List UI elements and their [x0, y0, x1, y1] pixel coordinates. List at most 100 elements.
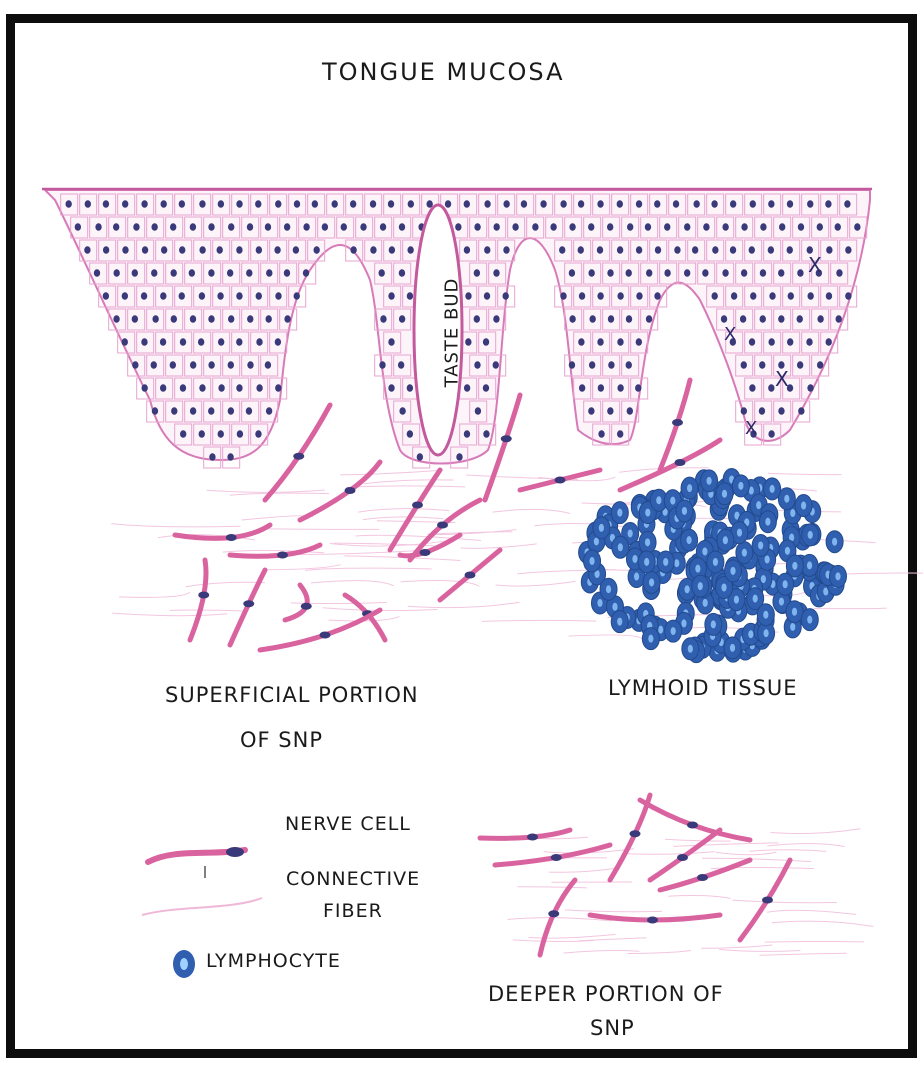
- cell-nucleus: [236, 200, 242, 208]
- cell-nucleus: [141, 338, 147, 346]
- connective-fiber: [814, 608, 887, 609]
- cell-nucleus: [692, 246, 698, 254]
- cell-nucleus: [399, 315, 405, 323]
- cell-nucleus: [608, 361, 614, 369]
- cell-nucleus: [208, 223, 214, 231]
- cell-nucleus: [617, 246, 623, 254]
- cell-nucleus: [817, 315, 823, 323]
- cell-nucleus: [569, 269, 575, 277]
- cell-nucleus: [171, 315, 177, 323]
- cell-nucleus: [788, 292, 794, 300]
- lymphocyte-nucleus: [832, 538, 837, 546]
- cell-nucleus: [247, 315, 253, 323]
- connective-fiber: [518, 887, 587, 888]
- cell-nucleus: [806, 338, 812, 346]
- cell-nucleus: [749, 246, 755, 254]
- cell-nucleus: [759, 361, 765, 369]
- cell-nucleus: [750, 292, 756, 300]
- connective-fiber: [112, 613, 227, 616]
- nerve-nucleus: [527, 834, 538, 841]
- nerve-nucleus: [226, 534, 237, 541]
- lymphocyte-nucleus: [742, 549, 747, 557]
- cell-nucleus: [654, 200, 660, 208]
- lymphocyte-nucleus: [790, 623, 795, 631]
- lymphocyte-nucleus: [648, 635, 653, 643]
- lymphocyte-nucleus: [617, 618, 622, 626]
- nerve-nucleus: [345, 487, 356, 494]
- cell-nucleus: [189, 269, 195, 277]
- nerve-nucleus: [277, 552, 288, 559]
- cell-nucleus: [741, 223, 747, 231]
- cell-nucleus: [247, 223, 253, 231]
- cell-nucleus: [275, 200, 281, 208]
- nerve-nucleus: [675, 459, 686, 466]
- cell-nucleus: [179, 200, 185, 208]
- lymphocyte-nucleus: [656, 496, 661, 504]
- cell-nucleus: [635, 384, 641, 392]
- cell-nucleus: [768, 200, 774, 208]
- cell-nucleus: [113, 315, 119, 323]
- cell-nucleus: [103, 246, 109, 254]
- cell-nucleus: [199, 292, 205, 300]
- cell-nucleus: [560, 292, 566, 300]
- cell-nucleus: [94, 269, 100, 277]
- cell-nucleus: [399, 269, 405, 277]
- cell-nucleus: [274, 246, 280, 254]
- cell-nucleus: [322, 223, 328, 231]
- cell-nucleus: [208, 361, 214, 369]
- cell-nucleus: [797, 269, 803, 277]
- cell-nucleus: [636, 292, 642, 300]
- cell-nucleus: [218, 200, 224, 208]
- cell-nucleus: [388, 338, 394, 346]
- cell-nucleus: [741, 407, 747, 415]
- cell-nucleus: [388, 200, 394, 208]
- cell-nucleus: [711, 292, 717, 300]
- cell-nucleus: [236, 384, 242, 392]
- cell-nucleus: [265, 361, 271, 369]
- lymphocyte-nucleus: [649, 578, 654, 586]
- cell-nucleus: [825, 200, 831, 208]
- cell-nucleus: [512, 223, 518, 231]
- cell-nucleus: [646, 269, 652, 277]
- cell-nucleus: [255, 200, 261, 208]
- cell-nucleus: [160, 338, 166, 346]
- cell-nucleus: [493, 269, 499, 277]
- nerve-nucleus: [555, 477, 566, 484]
- nerve-fibers: [175, 380, 790, 955]
- cell-nucleus: [627, 223, 633, 231]
- cell-nucleus: [199, 200, 205, 208]
- x-marker: X: [724, 324, 736, 345]
- lymphocyte-nucleus: [779, 598, 784, 606]
- cell-nucleus: [190, 361, 196, 369]
- cell-nucleus: [303, 269, 309, 277]
- cell-nucleus: [218, 338, 224, 346]
- connective-fiber: [408, 602, 520, 607]
- cell-nucleus: [180, 430, 186, 438]
- connective-fiber: [565, 910, 662, 912]
- cell-nucleus: [636, 338, 642, 346]
- cell-nucleus: [550, 223, 556, 231]
- nerve-nucleus: [630, 830, 641, 837]
- lymphocyte-nucleus: [748, 630, 753, 638]
- connective-fiber: [701, 945, 772, 948]
- lymphocyte-nucleus: [763, 611, 768, 619]
- cell-nucleus: [844, 200, 850, 208]
- cell-nucleus: [673, 200, 679, 208]
- lymphocyte-nucleus: [663, 558, 668, 566]
- cell-nucleus: [779, 223, 785, 231]
- nerve-nucleus: [501, 435, 512, 442]
- superficial-snp-label: SUPERFICIAL PORTION: [165, 683, 419, 707]
- cell-nucleus: [141, 384, 147, 392]
- cell-nucleus: [170, 361, 176, 369]
- cell-nucleus: [484, 292, 490, 300]
- cell-nucleus: [502, 292, 508, 300]
- cell-nucleus: [607, 269, 613, 277]
- cell-nucleus: [455, 223, 461, 231]
- cell-nucleus: [141, 292, 147, 300]
- lymphocyte-nucleus: [756, 501, 761, 509]
- connective-fiber: [665, 839, 731, 841]
- cell-nucleus: [597, 246, 603, 254]
- cell-nucleus: [797, 361, 803, 369]
- connective-fiber: [765, 941, 864, 942]
- cell-nucleus: [151, 223, 157, 231]
